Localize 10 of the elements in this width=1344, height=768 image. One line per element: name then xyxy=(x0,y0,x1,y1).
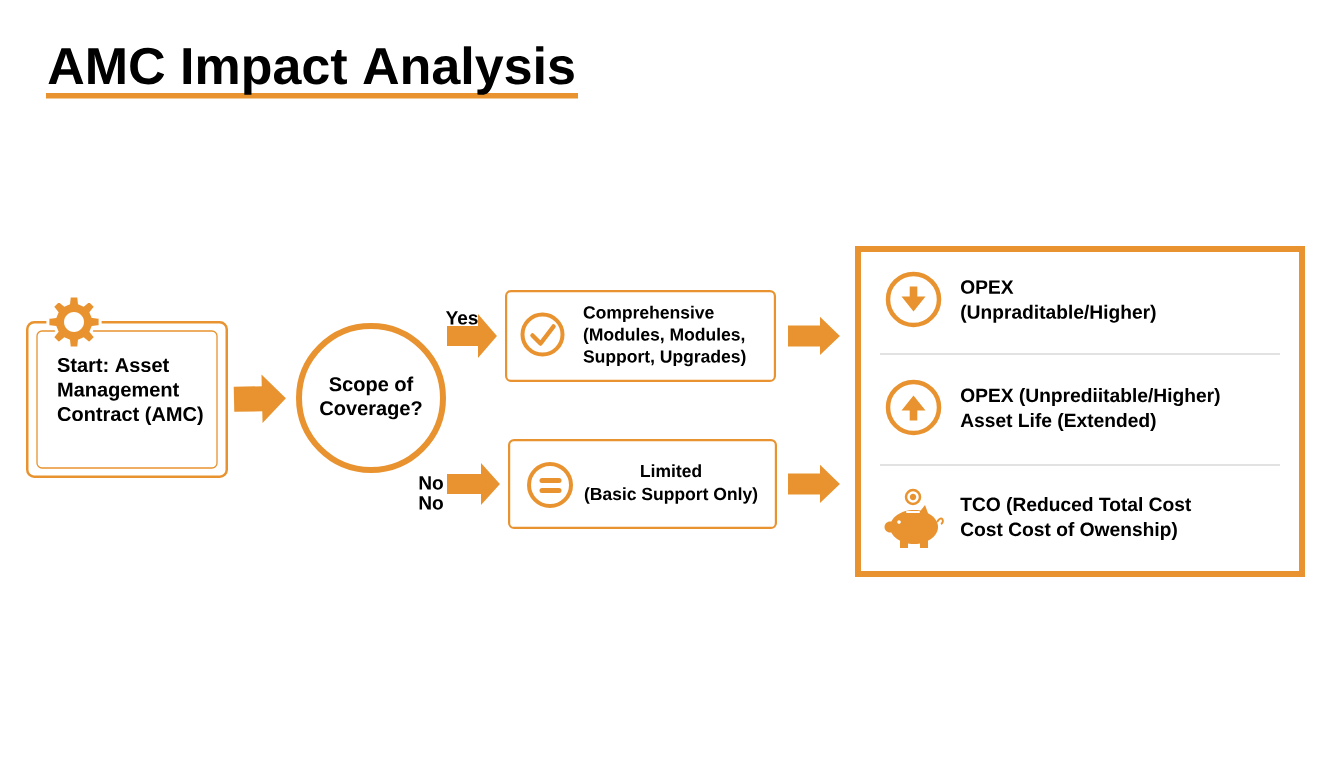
outcome-text: OPEX (Unprediitable/Higher) Asset Life (Extended) xyxy=(960,388,1220,431)
title: AMC Impact Analysis xyxy=(48,46,574,95)
edge-label: Yes xyxy=(445,311,478,325)
option-box: Limited (Basic Support Only) xyxy=(508,439,777,529)
edge-label: No No xyxy=(419,476,443,510)
outcome-text: TCO (Reduced Total Cost Cost Cost of Owenship) xyxy=(960,497,1192,540)
outcome-panel xyxy=(855,246,1305,577)
option-box: Comprehensive (Modules, Modules, Support, Upgrades) xyxy=(505,290,776,382)
outcome-text: OPEX (Unpraditable/Higher) xyxy=(961,280,1156,323)
start-box: Start: Asset Management Contract (AMC) xyxy=(26,321,228,478)
